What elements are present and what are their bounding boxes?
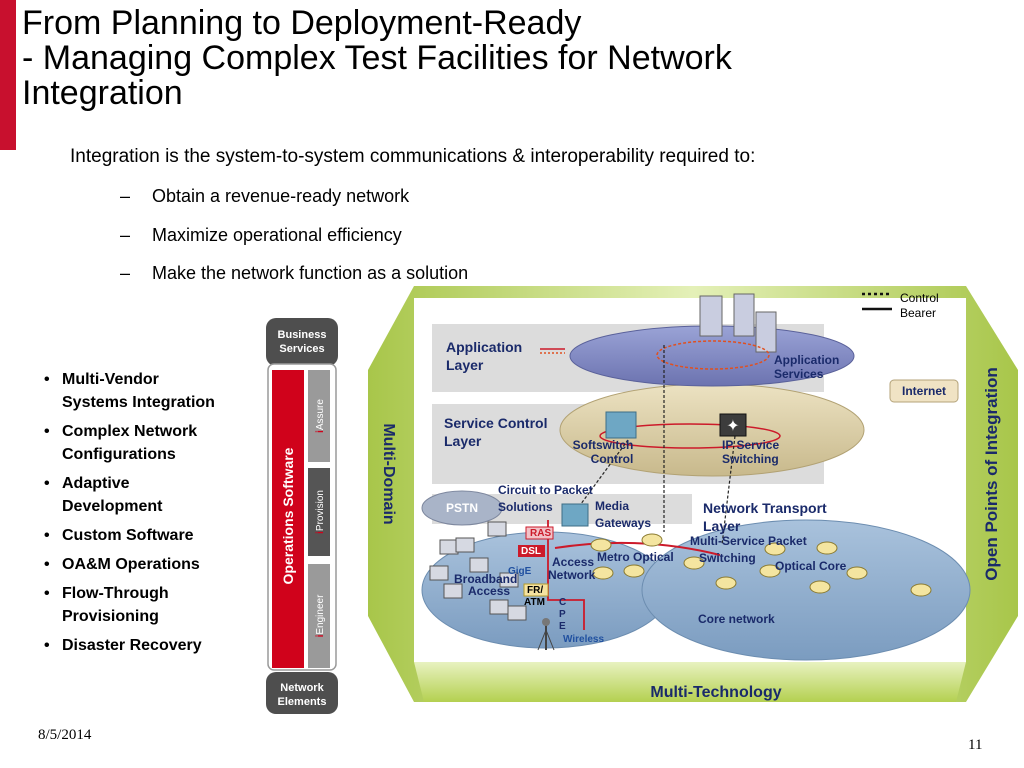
list-item: OA&M Operations — [42, 553, 267, 576]
bearer-path — [547, 520, 585, 630]
ras-tag — [525, 526, 554, 540]
core-network-label: Core network — [698, 612, 775, 626]
elements-label: Elements — [278, 696, 327, 708]
c2p-label: Circuit to Packet — [498, 483, 593, 497]
provision-block — [308, 468, 330, 556]
bearer-path — [554, 541, 721, 556]
softswitch-icon — [605, 411, 637, 439]
app-layer-label: Application — [446, 339, 522, 355]
sub-point: –Maximize operational efficiency — [120, 225, 402, 245]
operations-software-label: Operations Software — [280, 447, 296, 584]
metro-optical-label: Metro Optical — [597, 550, 674, 564]
wireless-label: Wireless — [563, 634, 604, 645]
media-label-2: Gateways — [595, 516, 651, 530]
optical-core-label: Optical Core — [775, 559, 847, 573]
network-label: Network — [280, 682, 324, 694]
slide-title: From Planning to Deployment-Ready - Mana… — [22, 6, 1012, 111]
ip-service-label-2: Switching — [722, 452, 779, 466]
cpe-c-label: C — [559, 597, 566, 608]
legend-bearer-label: Bearer — [900, 306, 936, 320]
operations-stack: Business Services Operations Software iA… — [266, 318, 338, 714]
assure-label: iAssure — [315, 399, 326, 433]
media-gateway-icon — [561, 503, 589, 527]
intro-text: Integration is the system-to-system comm… — [70, 146, 756, 167]
operations-software-bar — [272, 370, 304, 668]
router-icon — [590, 533, 932, 597]
msp-label: Multi-Service Packet — [690, 534, 807, 548]
page-number: 11 — [968, 737, 983, 753]
pstn-cloud — [421, 490, 503, 526]
app-layer-label-2: Layer — [446, 357, 484, 373]
title-accent-bar — [0, 0, 16, 150]
transport-label: Network Transport — [703, 500, 827, 516]
title-line-2: - Managing Complex Test Facilities for N… — [22, 39, 732, 77]
business-label: Business — [278, 329, 327, 341]
pstn-label: PSTN — [446, 501, 478, 515]
ip-switch-glyph: ✦ — [726, 418, 739, 435]
svc-layer-label: Service Control — [444, 415, 547, 431]
title-line-1: From Planning to Deployment-Ready — [22, 4, 582, 42]
sub-point: –Make the network function as a solution — [120, 263, 469, 283]
internet-box — [889, 379, 959, 403]
multi-technology-band — [414, 662, 966, 702]
multi-technology-label: Multi-Technology — [650, 684, 781, 701]
fr-label: FR/ — [527, 585, 543, 596]
app-services-label-2: Services — [774, 367, 824, 381]
fr-atm-tag — [523, 583, 549, 597]
internet-label: Internet — [902, 384, 946, 398]
softswitch-label: Softswitch — [573, 438, 634, 452]
gige-label: GigE — [508, 566, 532, 577]
legend-control-label: Control — [900, 291, 939, 305]
app-services-label: Application — [774, 353, 839, 367]
transport-label-2: Layer — [703, 518, 741, 534]
dsl-label: DSL — [521, 546, 541, 557]
msp-label-2: Switching — [699, 551, 756, 565]
broadband-label: Broadband — [454, 572, 517, 586]
list-item: Custom Software — [42, 524, 267, 547]
sub-point-text: Make the network function as a solution — [152, 263, 469, 283]
computer-icon — [429, 521, 527, 621]
ip-service-label: IP Service — [722, 438, 779, 452]
open-points-label: Open Points of Integration — [982, 367, 1001, 580]
media-label: Media — [595, 499, 629, 513]
cpe-p-label: P — [559, 609, 566, 620]
ip-switch-icon — [719, 413, 747, 437]
services-label: Services — [279, 343, 324, 355]
business-services-box — [266, 318, 338, 366]
c2p-label-2: Solutions — [498, 500, 553, 514]
sub-point-text: Maximize operational efficiency — [152, 225, 402, 245]
provision-label: iProvision — [315, 490, 326, 534]
bearer-ring — [599, 423, 781, 449]
access-network-label: Access — [552, 555, 594, 569]
access-network-label-2: Network — [548, 568, 596, 582]
sub-point-text: Obtain a revenue-ready network — [152, 186, 410, 206]
softswitch-label-2: Control — [591, 452, 634, 466]
cpe-e-label: E — [559, 621, 566, 632]
engineer-block — [308, 564, 330, 668]
core-network-disc — [641, 519, 971, 661]
control-ring — [656, 340, 770, 370]
svc-layer-label-2: Layer — [444, 433, 482, 449]
ras-label: RAS — [530, 528, 551, 539]
engineer-label: iEngineer — [315, 594, 326, 637]
sub-point: –Obtain a revenue-ready network — [120, 186, 410, 206]
list-item: Disaster Recovery — [42, 634, 267, 657]
server-icon — [699, 293, 777, 353]
footer-date: 8/5/2014 — [38, 727, 92, 743]
atm-label: ATM — [524, 597, 545, 608]
title-line-3: Integration — [22, 74, 183, 112]
dsl-tag — [518, 545, 545, 557]
wireless-tower-icon — [537, 618, 555, 651]
control-link — [721, 435, 736, 546]
assure-block — [308, 370, 330, 462]
multi-domain-label: Multi-Domain — [380, 423, 397, 524]
broadband-label-2: Access — [468, 584, 510, 598]
network-elements-box — [266, 672, 338, 714]
